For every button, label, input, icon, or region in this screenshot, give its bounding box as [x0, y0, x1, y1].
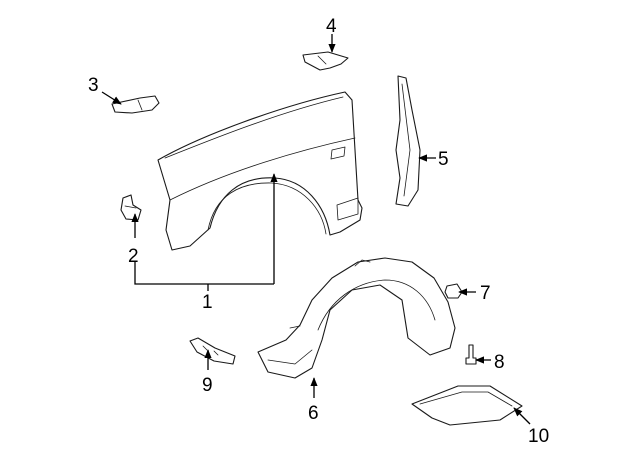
leader-10 [513, 407, 531, 425]
leader-3 [101, 91, 122, 105]
leader-1-bracket [134, 262, 274, 285]
upper-bracket-part [111, 95, 160, 114]
callout-5: 5 [438, 149, 449, 170]
callout-labels: 1 2 3 4 5 6 7 8 9 10 [88, 16, 549, 447]
callout-6: 6 [308, 403, 319, 424]
callout-10: 10 [528, 426, 549, 447]
leader-lines [101, 34, 531, 425]
lower-bracket-part [189, 337, 236, 365]
splash-shield-part [411, 385, 523, 426]
seal-part [395, 75, 421, 207]
bolt-part [465, 344, 477, 365]
clip-part [444, 283, 463, 299]
callout-4: 4 [326, 16, 337, 37]
fender-part [157, 91, 363, 251]
callout-7: 7 [480, 283, 491, 304]
fender-liner-part [257, 257, 456, 379]
callout-8: 8 [494, 352, 505, 373]
top-bracket-part [302, 51, 349, 71]
bracket-part [120, 194, 142, 221]
callout-3: 3 [88, 75, 99, 96]
callout-1: 1 [202, 292, 213, 313]
callout-2: 2 [128, 246, 139, 267]
callout-9: 9 [202, 375, 213, 396]
